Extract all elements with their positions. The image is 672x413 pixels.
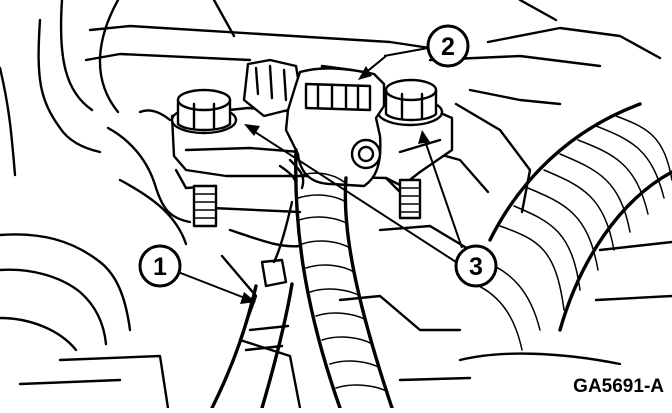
- callout-3: 3: [454, 244, 498, 288]
- callout-1: 1: [138, 244, 182, 288]
- wire-clip: [210, 158, 305, 410]
- callout-2: 2: [426, 24, 470, 68]
- harness-conduit: [294, 148, 394, 410]
- callout-2-label: 2: [441, 33, 455, 61]
- stud-right: [398, 178, 422, 220]
- arrowheads: [240, 66, 430, 304]
- sensor-body: [242, 58, 386, 188]
- bolt-right: [376, 78, 444, 127]
- callout-1-label: 1: [153, 253, 167, 281]
- corrugated-hose-right: [469, 102, 672, 351]
- stud-left: [192, 184, 218, 228]
- callout-3-label: 3: [469, 253, 483, 281]
- bolt-left: [170, 88, 238, 135]
- figure-id-label: GA5691-A: [573, 376, 664, 397]
